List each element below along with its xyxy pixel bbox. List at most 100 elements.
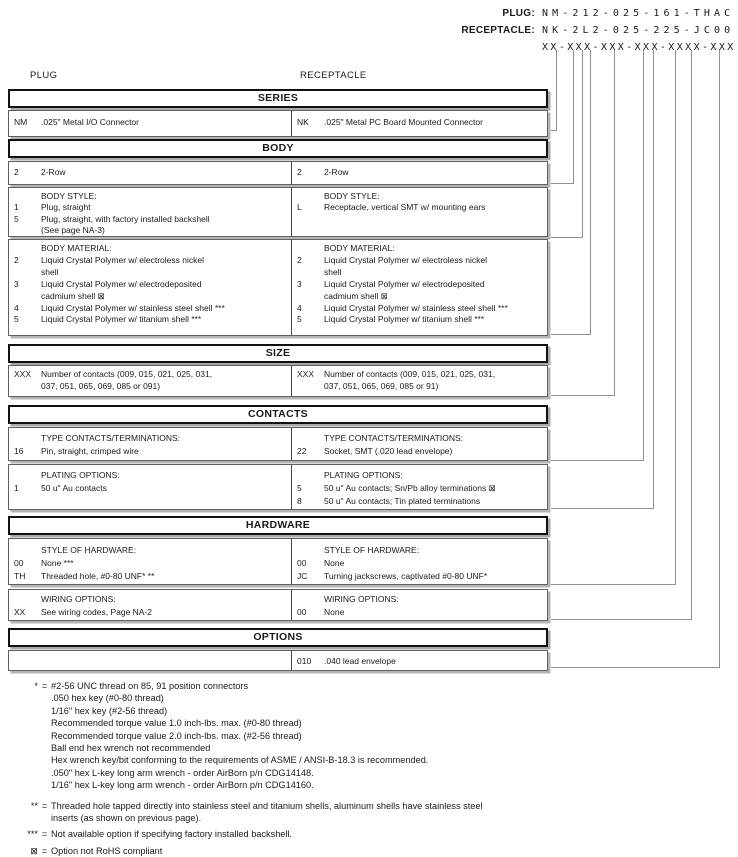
body-section-header: BODY	[8, 139, 548, 158]
footnote-marker: **	[30, 800, 38, 811]
footnote-equals: =	[41, 800, 48, 811]
list-item: JC Turning jackscrews, captivated #0-80 …	[292, 570, 547, 583]
option-desc: 50 u" Au contacts; Sn/Pb alloy terminati…	[324, 482, 496, 493]
list-item: L Receptacle, vertical SMT w/ mounting e…	[292, 202, 547, 213]
group-heading-row: PLATING OPTIONS:	[9, 469, 291, 482]
group-heading-row: STYLE OF HARDWARE:	[292, 544, 547, 557]
group-heading: STYLE OF HARDWARE:	[41, 545, 137, 555]
option-code	[292, 469, 324, 482]
option-desc: 50 u" Au contacts; Tin plated terminatio…	[324, 495, 481, 506]
hardware-section-header: HARDWARE	[8, 516, 548, 535]
list-item: XXX Number of contacts (009, 015, 021, 0…	[9, 369, 291, 392]
body-row-receptacle-column: 2 2-Row	[291, 162, 547, 184]
option-code: 00	[14, 558, 24, 568]
part-number-mask: XX-XXX-XXX-XXX-XXXX-XXX	[542, 42, 736, 53]
group-heading-row: WIRING OPTIONS:	[292, 593, 547, 606]
list-item: 5 50 u" Au contacts; Sn/Pb alloy termina…	[292, 482, 547, 495]
option-code: 00	[297, 558, 307, 568]
list-item: 00 None	[292, 606, 547, 619]
list-item: XXX Number of contacts (009, 015, 021, 0…	[292, 369, 547, 392]
option-code: 2	[14, 254, 19, 265]
option-desc: .025" Metal PC Board Mounted Connector	[324, 117, 483, 127]
group-heading: BODY MATERIAL:	[41, 243, 112, 253]
plug-part-label: PLUG:	[502, 8, 535, 19]
option-desc: Liquid Crystal Polymer w/ electrodeposit…	[324, 278, 485, 301]
option-code: 2	[297, 254, 302, 265]
mask-label-spacer	[398, 39, 535, 56]
footnotes: * = #2-56 UNC thread on 85, 91 position …	[0, 680, 730, 857]
option-code	[9, 544, 41, 557]
option-code: 3	[14, 278, 19, 289]
group-heading-row: BODY STYLE:	[9, 191, 291, 202]
list-item: 5 Liquid Crystal Polymer w/ titanium she…	[9, 314, 291, 326]
leader-line-series	[551, 50, 557, 131]
receptacle-part-number-row: RECEPTACLE: NK-2L2-025-225-JC00	[398, 22, 736, 39]
body-style-box: BODY STYLE: 1 Plug, straight 5 Plug, str…	[8, 187, 548, 237]
option-desc: Liquid Crystal Polymer w/ titanium shell…	[41, 314, 202, 325]
leader-line-size	[551, 50, 615, 396]
size-box: XXX Number of contacts (009, 015, 021, 0…	[8, 365, 548, 397]
contact-type-plug-column: TYPE CONTACTS/TERMINATIONS: 16 Pin, stra…	[9, 428, 291, 460]
series-section-header: SERIES	[8, 89, 548, 108]
option-code	[292, 544, 324, 557]
hardware-style-plug-column: STYLE OF HARDWARE: 00 None *** TH Thread…	[9, 539, 291, 584]
footnote-text: #2-56 UNC thread on 85, 91 position conn…	[51, 681, 429, 791]
option-desc: Number of contacts (009, 015, 021, 025, …	[41, 369, 213, 391]
option-desc: .025" Metal I/O Connector	[41, 117, 139, 127]
option-code: 22	[297, 445, 307, 456]
list-item: NK .025" Metal PC Board Mounted Connecto…	[292, 117, 547, 129]
option-desc: Liquid Crystal Polymer w/ electroless ni…	[324, 254, 487, 277]
body-style-plug-column: BODY STYLE: 1 Plug, straight 5 Plug, str…	[9, 188, 291, 236]
series-box: NM .025" Metal I/O Connector NK .025" Me…	[8, 110, 548, 137]
group-heading-row: STYLE OF HARDWARE:	[9, 544, 291, 557]
footnote-asterisk: * = #2-56 UNC thread on 85, 91 position …	[0, 680, 730, 792]
option-code: 4	[14, 302, 19, 313]
group-heading: WIRING OPTIONS:	[41, 594, 116, 604]
option-code: 2	[14, 167, 19, 177]
option-code: 5	[14, 213, 19, 224]
footnote-double-asterisk: ** = Threaded hole tapped directly into …	[0, 800, 730, 825]
option-code: 8	[297, 495, 302, 506]
group-heading: PLATING OPTIONS:	[41, 470, 120, 480]
option-desc: 2-Row	[41, 167, 66, 177]
option-code	[292, 432, 324, 445]
option-code: 4	[297, 302, 302, 313]
option-desc: See wiring codes, Page NA-2	[41, 607, 153, 617]
option-desc: 2-Row	[324, 167, 349, 177]
wiring-plug-column: WIRING OPTIONS: XX See wiring codes, Pag…	[9, 590, 291, 620]
options-box: 010 .040 lead envelope	[8, 650, 548, 671]
plug-part-value: NM-212-025-161-THAC	[542, 8, 735, 19]
group-heading: STYLE OF HARDWARE:	[324, 545, 420, 555]
option-desc: Liquid Crystal Polymer w/ stainless stee…	[41, 302, 225, 313]
body-row-box: 2 2-Row 2 2-Row	[8, 161, 548, 185]
option-desc: Liquid Crystal Polymer w/ electroless ni…	[41, 254, 204, 277]
option-code: 1	[14, 202, 19, 213]
footnote-equals: =	[41, 829, 48, 840]
plug-part-number-row: PLUG: NM-212-025-161-THAC	[398, 5, 736, 22]
group-heading: PLATING OPTIONS:	[324, 470, 403, 480]
contacts-section-header: CONTACTS	[8, 405, 548, 424]
leader-line-body-material	[551, 50, 591, 335]
option-desc: Plug, straight	[41, 202, 91, 213]
option-code: 16	[14, 445, 24, 456]
option-code: 2	[297, 167, 302, 177]
list-item: 16 Pin, straight, crimped wire	[9, 445, 291, 458]
list-item: 5 Liquid Crystal Polymer w/ titanium she…	[292, 314, 547, 326]
footnote-text: Option not RoHS compliant	[51, 845, 163, 856]
list-item: 2 Liquid Crystal Polymer w/ electroless …	[9, 255, 291, 279]
group-heading: BODY STYLE:	[324, 191, 380, 201]
part-number-mask-row: XX-XXX-XXX-XXX-XXXX-XXX	[398, 39, 736, 56]
body-style-receptacle-column: BODY STYLE: L Receptacle, vertical SMT w…	[291, 188, 547, 236]
list-item: 010 .040 lead envelope	[292, 654, 547, 668]
footnote-triple-asterisk: *** = Not available option if specifying…	[0, 828, 730, 840]
list-item: XX See wiring codes, Page NA-2	[9, 606, 291, 619]
leader-line-wiring	[551, 50, 692, 620]
plug-column-label: PLUG	[30, 70, 58, 81]
list-item: 00 None	[292, 557, 547, 570]
option-desc: Liquid Crystal Polymer w/ stainless stee…	[324, 302, 508, 313]
series-plug-column: NM .025" Metal I/O Connector	[9, 111, 291, 136]
boxed-x-icon: ⊠	[30, 845, 38, 856]
option-code	[292, 243, 324, 255]
option-code	[292, 593, 324, 606]
